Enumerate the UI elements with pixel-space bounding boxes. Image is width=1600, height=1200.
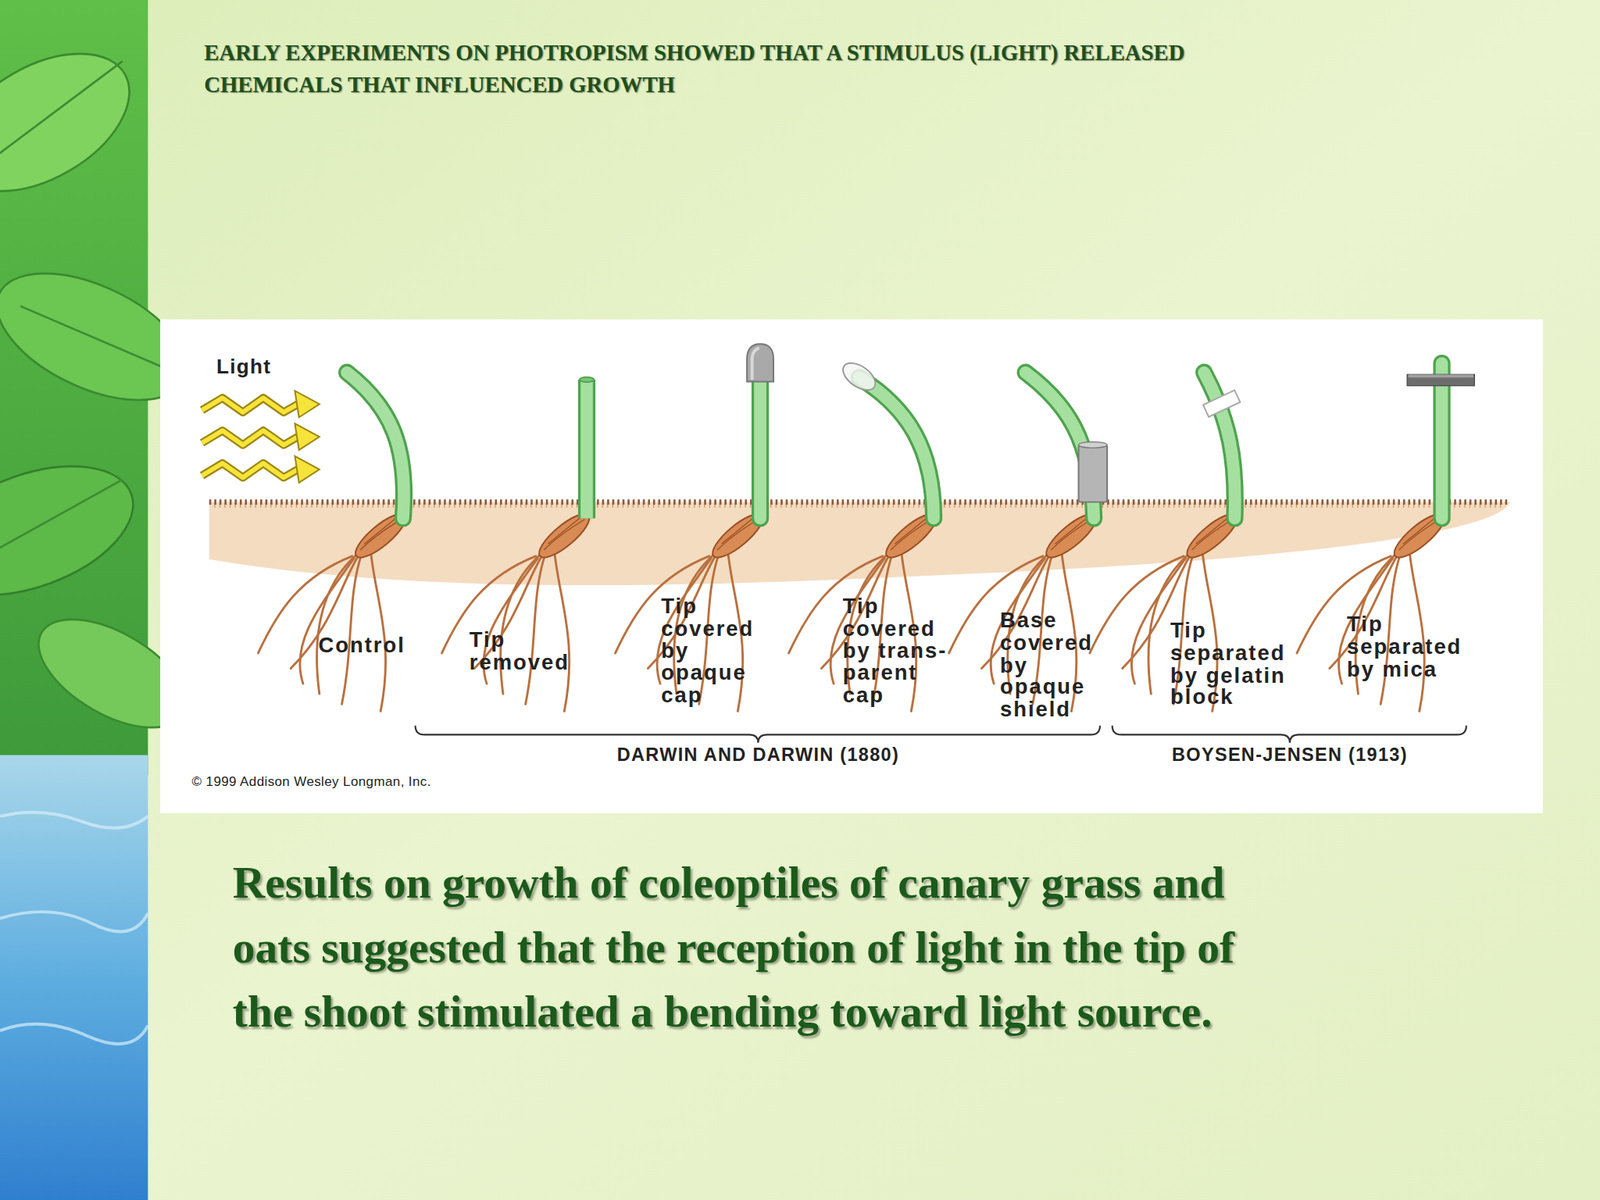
group-bracket: [1112, 725, 1467, 743]
experimenter-label: BOYSEN-JENSEN (1913): [1171, 746, 1408, 766]
group-bracket: [415, 725, 1100, 743]
coleoptile-outline: [859, 377, 934, 518]
gelatin-block: [1203, 389, 1240, 417]
light-ray: [202, 463, 299, 478]
coleoptile-outline: [751, 367, 769, 518]
condition-label: Tip separated by gelatin block: [1170, 619, 1286, 709]
arrow-head: [294, 456, 319, 483]
light-label: Light: [216, 356, 272, 378]
seed-and-roots: [442, 507, 596, 712]
opaque-shield: [1078, 444, 1108, 502]
seed-and-roots: [257, 507, 411, 712]
light-arrows: [202, 390, 320, 483]
coleoptile-outline: [1432, 363, 1450, 519]
seed-and-roots: [615, 507, 769, 712]
light-ray-outline: [202, 397, 299, 412]
mica-highlight: [1407, 374, 1474, 378]
cut-surface: [579, 377, 594, 383]
leaf-shape: [0, 441, 151, 621]
arrow-head: [294, 423, 319, 450]
condition-label: Control: [318, 633, 406, 656]
water-strip: [0, 755, 148, 1200]
opaque-cap: [746, 343, 774, 382]
condition-label: Tip covered by trans- parent cap: [842, 594, 947, 706]
coleoptile-outline: [346, 372, 404, 519]
water-ripple: [0, 812, 148, 1044]
figure-panel: [160, 319, 1543, 814]
slide-caption: Results on growth of coleoptiles of cana…: [232, 850, 1235, 1044]
seed-and-roots: [1296, 507, 1450, 712]
coleoptile: [859, 377, 934, 518]
light-ray-outline: [202, 463, 299, 478]
condition-label: Base covered by opaque shield: [1000, 609, 1093, 721]
coleoptile: [346, 372, 404, 519]
transparent-cap: [838, 357, 881, 396]
condition-label: Tip separated by mica: [1346, 613, 1462, 680]
mica-plate: [1407, 374, 1475, 386]
arrow-head: [294, 390, 319, 418]
cap-highlight: [752, 347, 760, 379]
condition-label: Tip removed: [469, 628, 570, 674]
light-ray: [202, 430, 299, 445]
copyright-note: © 1999 Addison Wesley Longman, Inc.: [192, 774, 432, 789]
coleoptile: [1435, 363, 1449, 519]
slide-title: EARLY EXPERIMENTS ON PHOTROPISM SHOWED T…: [203, 36, 1185, 100]
coleoptile: [580, 380, 593, 518]
light-ray-outline: [202, 430, 299, 445]
experimenter-label: DARWIN AND DARWIN (1880): [617, 746, 900, 766]
coleoptile-outline: [578, 379, 596, 519]
condition-label: Tip covered by opaque cap: [660, 594, 754, 706]
light-ray: [202, 397, 299, 412]
leaf-vein: [0, 60, 164, 582]
leaf-shape: [0, 25, 154, 220]
shield-rim: [1078, 442, 1108, 449]
coleoptile: [753, 367, 767, 518]
